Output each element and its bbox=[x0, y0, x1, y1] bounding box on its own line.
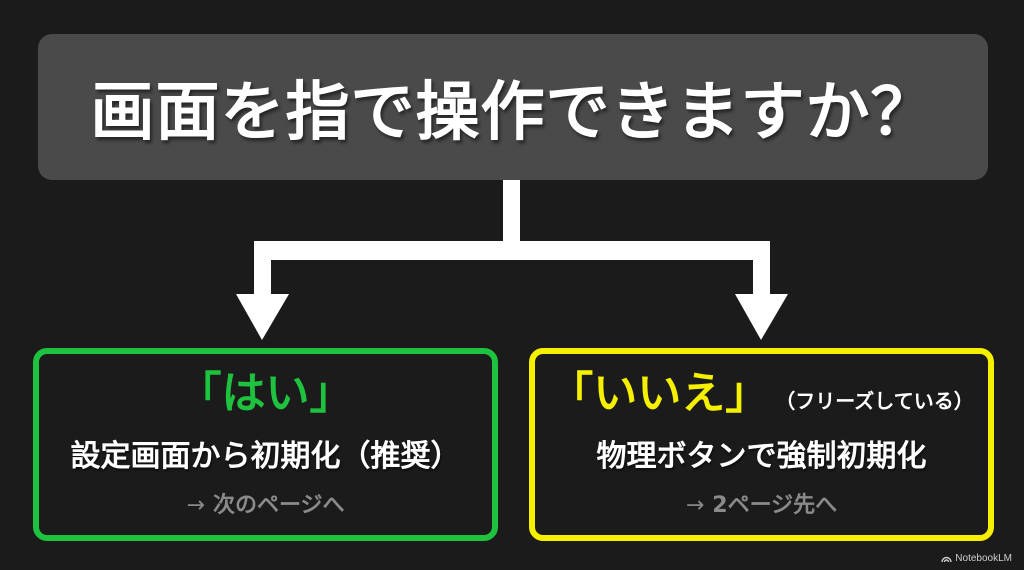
notebooklm-logo-icon bbox=[941, 556, 952, 563]
right-arrow-icon: → bbox=[186, 492, 205, 518]
arrow-down-right-icon bbox=[735, 294, 788, 340]
choice-no-next-link[interactable]: → 2ページ先へ bbox=[686, 487, 837, 519]
choice-no-label: 「いいえ」 bbox=[549, 368, 770, 420]
choice-yes-action: 設定画面から初期化（推奨） bbox=[70, 438, 461, 474]
choice-yes-next-link[interactable]: → 次のページへ bbox=[187, 487, 345, 519]
choice-yes-label: 「はい」 bbox=[177, 368, 354, 420]
watermark: NotebookLM bbox=[941, 553, 1012, 564]
watermark-text: NotebookLM bbox=[955, 553, 1012, 564]
choice-yes-box[interactable]: 「はい」 設定画面から初期化（推奨） → 次のページへ bbox=[33, 348, 498, 541]
right-arrow-icon: → bbox=[685, 492, 705, 518]
question-text: 画面を指で操作できますか？ bbox=[90, 76, 936, 150]
choice-no-note: （フリーズしている） bbox=[775, 389, 974, 414]
choice-no-next-text: 2ページ先へ bbox=[712, 492, 838, 518]
choice-yes-next-text: 次のページへ bbox=[212, 492, 345, 518]
choice-no-action: 物理ボタンで強制初期化 bbox=[596, 438, 927, 474]
question-box: 画面を指で操作できますか？ bbox=[38, 34, 988, 180]
choice-yes-heading: 「はい」 bbox=[177, 368, 354, 420]
choice-no-box[interactable]: 「いいえ」 （フリーズしている） 物理ボタンで強制初期化 → 2ページ先へ bbox=[529, 348, 994, 541]
arrow-down-left-icon bbox=[236, 294, 289, 340]
choice-no-heading: 「いいえ」 （フリーズしている） bbox=[549, 368, 974, 420]
